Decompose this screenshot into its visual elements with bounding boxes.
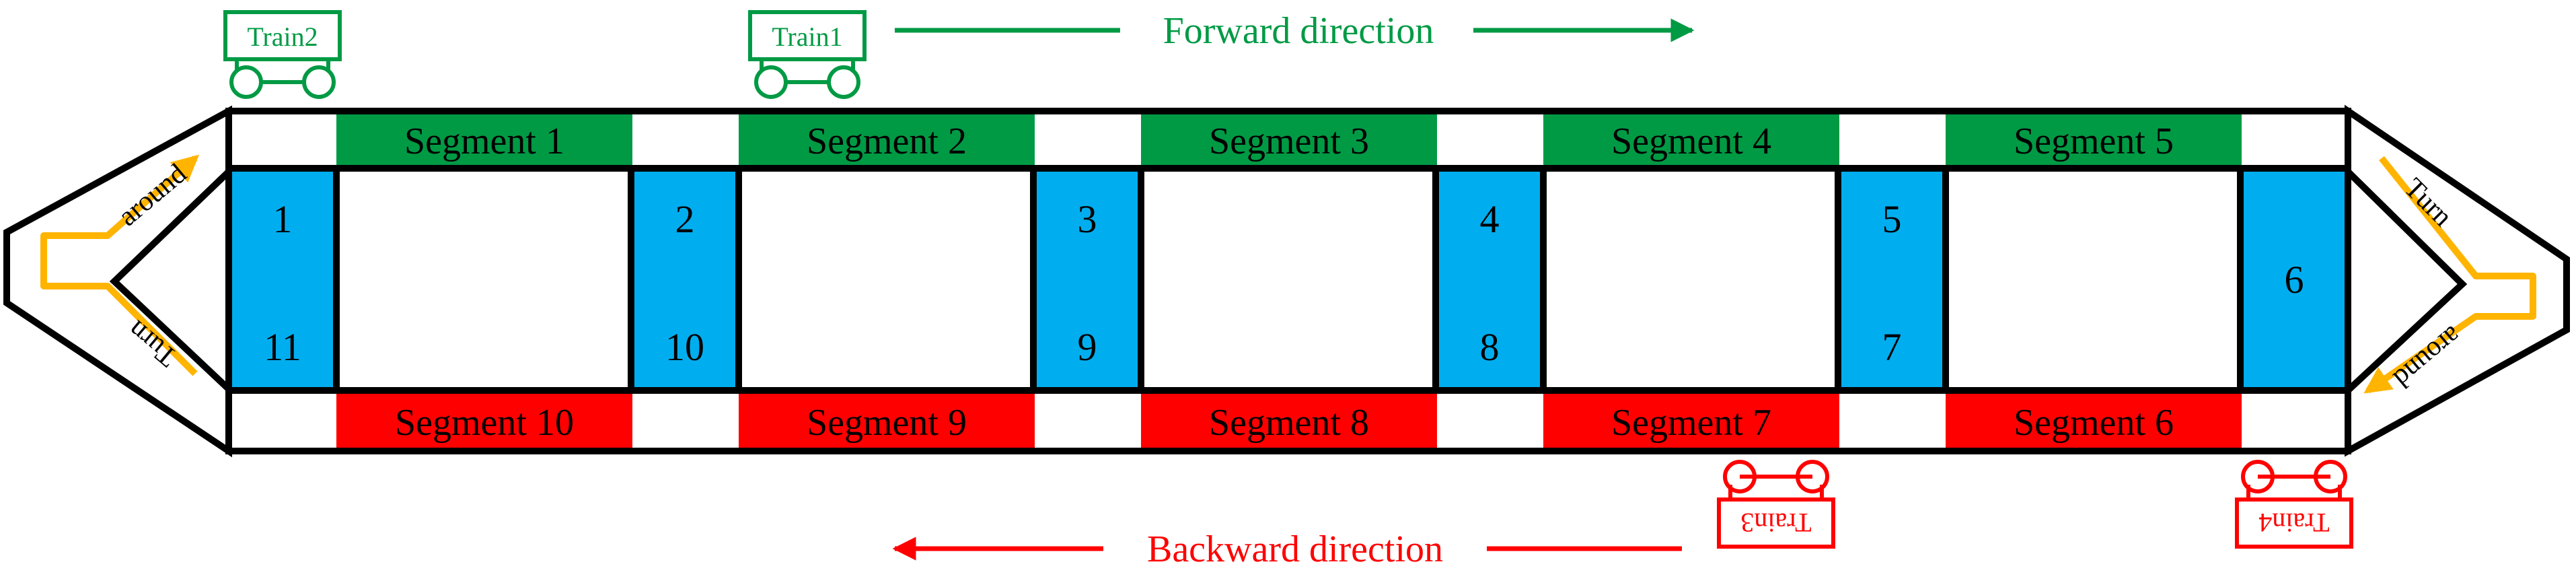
right-turnaround-arrow	[2363, 156, 2536, 394]
station-2-top-number: 2	[675, 197, 695, 241]
station-4-bottom-number: 8	[1480, 325, 1500, 369]
segment-8[interactable]	[1141, 394, 1437, 448]
station-2-bottom-number: 10	[665, 325, 704, 369]
backward-direction: Backward direction	[892, 528, 1682, 570]
station-1-11[interactable]	[225, 165, 340, 394]
segment-6-label: Segment 6	[2014, 402, 2174, 444]
station-2-10[interactable]	[628, 165, 742, 394]
left-turnaround: around Turn	[3, 105, 232, 458]
station-6[interactable]	[2237, 165, 2351, 394]
train-1-body	[748, 10, 867, 61]
left-turnaround-track	[3, 105, 232, 458]
segment-3[interactable]	[1141, 114, 1437, 165]
segment-1[interactable]	[336, 114, 632, 165]
segment-3-label: Segment 3	[1209, 121, 1369, 162]
train-1[interactable]: Train1	[748, 10, 867, 99]
station-1-bottom-number: 11	[264, 325, 301, 369]
segment-7-label: Segment 7	[1611, 402, 1771, 444]
train-2-wheel-left	[229, 65, 263, 99]
segment-5[interactable]	[1946, 114, 2242, 165]
bottom-segments: Segment 10 Segment 9 Segment 8 Segment 7…	[336, 394, 2242, 448]
segment-2-label: Segment 2	[807, 121, 967, 162]
train-2-wheel-right	[302, 65, 336, 99]
train-3-label: Train3	[1740, 508, 1811, 538]
backward-direction-label: Backward direction	[1147, 528, 1443, 570]
train-4[interactable]: Train4	[2235, 460, 2353, 549]
left-turnaround-arrow	[40, 154, 199, 376]
stations: 1 11 2 10 3 9 4 8 5 7 6	[225, 165, 2351, 394]
segment-6[interactable]	[1946, 394, 2242, 448]
train-1-wheel-left	[754, 65, 788, 99]
segment-10-label: Segment 10	[395, 402, 574, 444]
train-3[interactable]: Train3	[1717, 460, 1835, 549]
top-segments: Segment 1 Segment 2 Segment 3 Segment 4 …	[336, 114, 2242, 165]
segment-1-label: Segment 1	[404, 121, 564, 162]
segment-9-label: Segment 9	[807, 402, 967, 444]
train-3-body	[1717, 497, 1835, 549]
train-4-label: Train4	[2258, 508, 2329, 538]
segment-8-label: Segment 8	[1209, 402, 1369, 444]
forward-direction-label: Forward direction	[1163, 10, 1434, 52]
station-3-9[interactable]	[1030, 165, 1144, 394]
station-5-7[interactable]	[1835, 165, 1949, 394]
segment-7[interactable]	[1543, 394, 1839, 448]
segment-4[interactable]	[1543, 114, 1839, 165]
segment-4-label: Segment 4	[1611, 121, 1771, 162]
forward-direction: Forward direction	[895, 10, 1695, 52]
train-2[interactable]: Train2	[223, 10, 342, 99]
segment-5-label: Segment 5	[2014, 121, 2174, 162]
segment-9[interactable]	[739, 394, 1035, 448]
train-1-label: Train1	[772, 22, 842, 52]
station-4-8[interactable]	[1432, 165, 1547, 394]
segment-2[interactable]	[739, 114, 1035, 165]
train-2-label: Train2	[247, 22, 318, 52]
station-6-number: 6	[2285, 258, 2304, 302]
station-3-top-number: 3	[1078, 197, 1097, 241]
station-5-bottom-number: 7	[1882, 325, 1902, 369]
station-1-top-number: 1	[273, 197, 293, 241]
train-1-wheel-right	[827, 65, 860, 99]
train-2-body	[223, 10, 342, 61]
right-turnaround: Turn around	[2345, 104, 2570, 457]
train-4-body	[2235, 497, 2353, 549]
station-5-top-number: 5	[1882, 197, 1902, 241]
station-4-top-number: 4	[1480, 197, 1500, 241]
station-3-bottom-number: 9	[1078, 325, 1097, 369]
segment-10[interactable]	[336, 394, 632, 448]
